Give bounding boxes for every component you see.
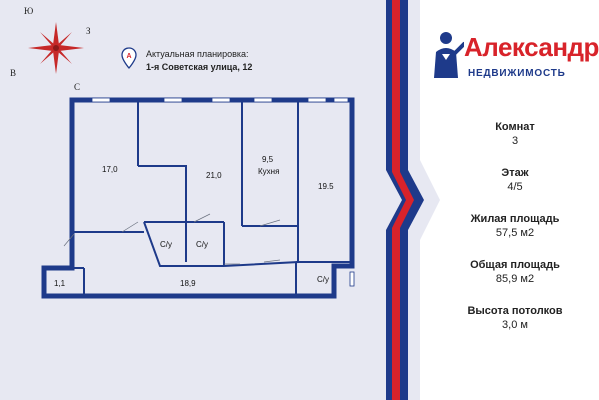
address-block: Актуальная планировка: 1-я Советская ули…	[146, 48, 252, 74]
rooms-value: 3	[511, 135, 519, 147]
compass: Ю З В С	[4, 4, 114, 94]
floor-value: 4/5	[507, 181, 523, 193]
hall-area: 18,9	[180, 279, 196, 288]
brand-logo: Александр НЕДВИЖИМОСТЬ	[424, 26, 599, 86]
address-street: 1-я Советская улица, 12	[146, 62, 253, 72]
ceiling-height-value: 3,0 м	[502, 319, 528, 331]
agent-figure-icon	[434, 32, 464, 78]
compass-north: С	[74, 82, 81, 92]
closet-area: 1,1	[54, 279, 66, 288]
living-area-label: Жилая площадь	[470, 213, 560, 225]
compass-west: З	[86, 26, 91, 36]
rooms-label: Комнат	[495, 121, 535, 133]
brand-subtitle: НЕДВИЖИМОСТЬ	[468, 68, 566, 79]
bathroom-label-2: С/у	[196, 240, 208, 249]
total-area-label: Общая площадь	[470, 259, 560, 271]
kitchen-label: Кухня	[258, 167, 279, 176]
map-pin-icon: A	[121, 47, 137, 69]
kitchen-area: 9,5	[262, 155, 274, 164]
brand-title: Александр	[464, 32, 599, 62]
plan-panel	[0, 0, 386, 400]
total-area-value: 85,9 м2	[495, 273, 535, 285]
living-area-value: 57,5 м2	[495, 227, 535, 239]
compass-south: Ю	[24, 6, 34, 16]
room-area-1: 17,0	[102, 165, 118, 174]
room-area-2: 21,0	[206, 171, 222, 180]
floor-plan: 17,0 21,0 9,5 Кухня 19.5 С/у С/у С/у 18,…	[41, 97, 355, 299]
compass-east: В	[10, 68, 17, 78]
compass-rose-icon	[28, 22, 84, 74]
bathroom-label-1: С/у	[160, 240, 172, 249]
svg-text:A: A	[126, 53, 131, 60]
floor-label: Этаж	[501, 167, 529, 179]
ceiling-height-label: Высота потолков	[467, 305, 563, 317]
bathroom-label-3: С/у	[317, 275, 329, 284]
address-caption: Актуальная планировка:	[146, 49, 249, 59]
room-area-4: 19.5	[318, 182, 334, 191]
property-info: Комнат 3 Этаж 4/5 Жилая площадь 57,5 м2 …	[440, 120, 590, 350]
